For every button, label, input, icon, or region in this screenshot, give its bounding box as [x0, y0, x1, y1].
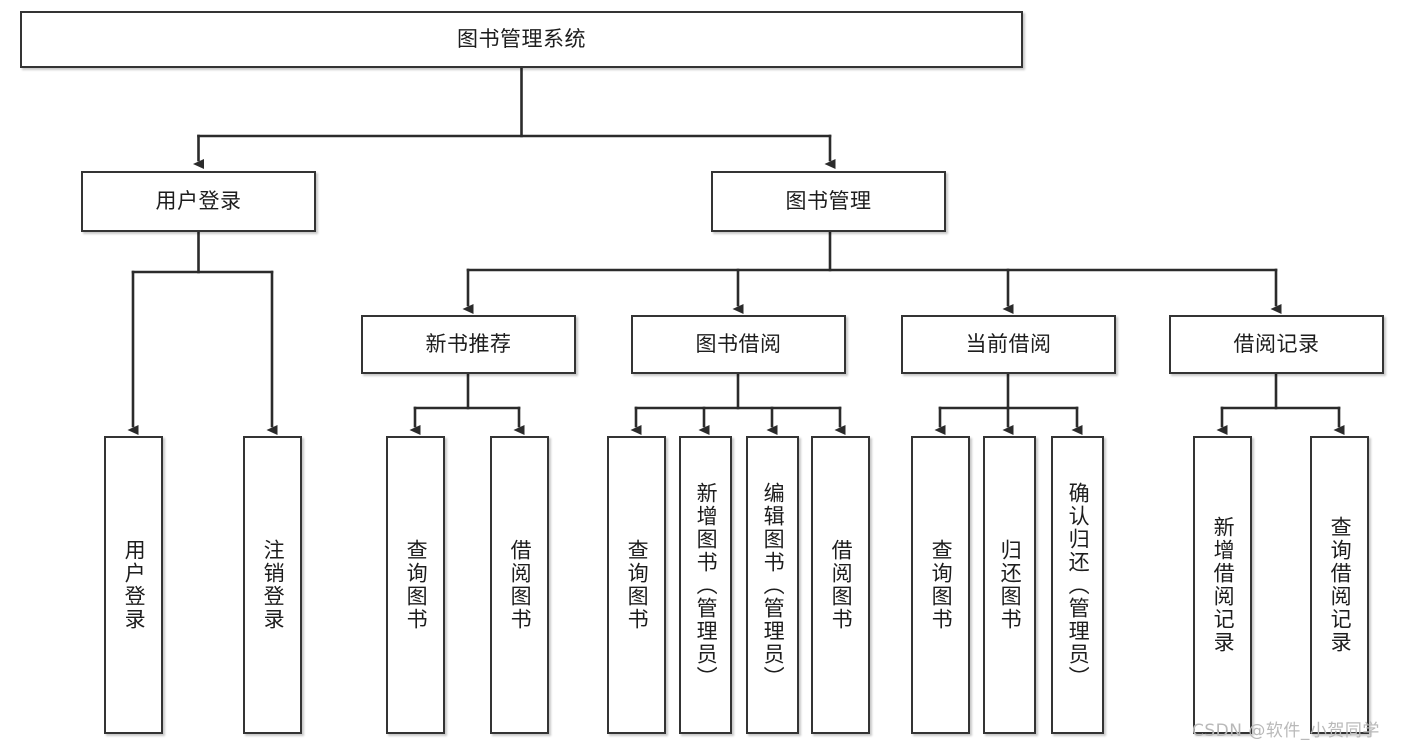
leaf-cb-return-book-label: 归还图书 [998, 539, 1023, 631]
watermark-text: CSDN @软件_小贺同学 [1192, 721, 1380, 741]
node-current-borrow-label: 当前借阅 [965, 331, 1052, 356]
leaf-bb-add-book-label: 新增图书（管理员） [694, 481, 719, 689]
leaf-user-login-label: 用户登录 [122, 539, 147, 631]
leaf-br-query-record-label: 查询借阅记录 [1328, 516, 1353, 654]
leaf-logout-label: 注销登录 [261, 539, 286, 631]
leaf-nb-query-book-label: 查询图书 [404, 539, 429, 631]
node-user-login[interactable]: 用户登录 [81, 171, 316, 232]
leaf-bb-query-book-label: 查询图书 [625, 539, 650, 631]
leaf-bb-borrow-book[interactable]: 借阅图书 [811, 436, 870, 734]
leaf-cb-query-book[interactable]: 查询图书 [911, 436, 970, 734]
leaf-nb-query-book[interactable]: 查询图书 [386, 436, 445, 734]
leaf-cb-confirm-return[interactable]: 确认归还（管理员） [1051, 436, 1104, 734]
leaf-nb-borrow-book-label: 借阅图书 [508, 539, 533, 631]
leaf-br-query-record[interactable]: 查询借阅记录 [1310, 436, 1369, 734]
leaf-bb-edit-book[interactable]: 编辑图书（管理员） [746, 436, 799, 734]
leaf-bb-add-book[interactable]: 新增图书（管理员） [679, 436, 732, 734]
leaf-cb-confirm-return-label: 确认归还（管理员） [1066, 481, 1091, 689]
node-book-borrow-label: 图书借阅 [695, 331, 782, 356]
leaf-br-add-record-label: 新增借阅记录 [1211, 516, 1236, 654]
node-user-login-label: 用户登录 [155, 188, 242, 213]
leaf-bb-edit-book-label: 编辑图书（管理员） [761, 481, 786, 689]
node-new-book-recommend[interactable]: 新书推荐 [361, 315, 576, 374]
leaf-bb-query-book[interactable]: 查询图书 [607, 436, 666, 734]
leaf-bb-borrow-book-label: 借阅图书 [829, 539, 854, 631]
node-root[interactable]: 图书管理系统 [20, 11, 1023, 68]
leaf-user-login[interactable]: 用户登录 [104, 436, 163, 734]
node-new-book-recommend-label: 新书推荐 [425, 331, 512, 356]
node-root-label: 图书管理系统 [457, 26, 586, 51]
node-borrow-record-label: 借阅记录 [1233, 331, 1320, 356]
node-book-management[interactable]: 图书管理 [711, 171, 946, 232]
leaf-logout[interactable]: 注销登录 [243, 436, 302, 734]
node-book-borrow[interactable]: 图书借阅 [631, 315, 846, 374]
node-borrow-record[interactable]: 借阅记录 [1169, 315, 1384, 374]
node-book-management-label: 图书管理 [785, 188, 872, 213]
leaf-br-add-record[interactable]: 新增借阅记录 [1193, 436, 1252, 734]
leaf-cb-return-book[interactable]: 归还图书 [983, 436, 1036, 734]
leaf-nb-borrow-book[interactable]: 借阅图书 [490, 436, 549, 734]
node-current-borrow[interactable]: 当前借阅 [901, 315, 1116, 374]
leaf-cb-query-book-label: 查询图书 [929, 539, 954, 631]
